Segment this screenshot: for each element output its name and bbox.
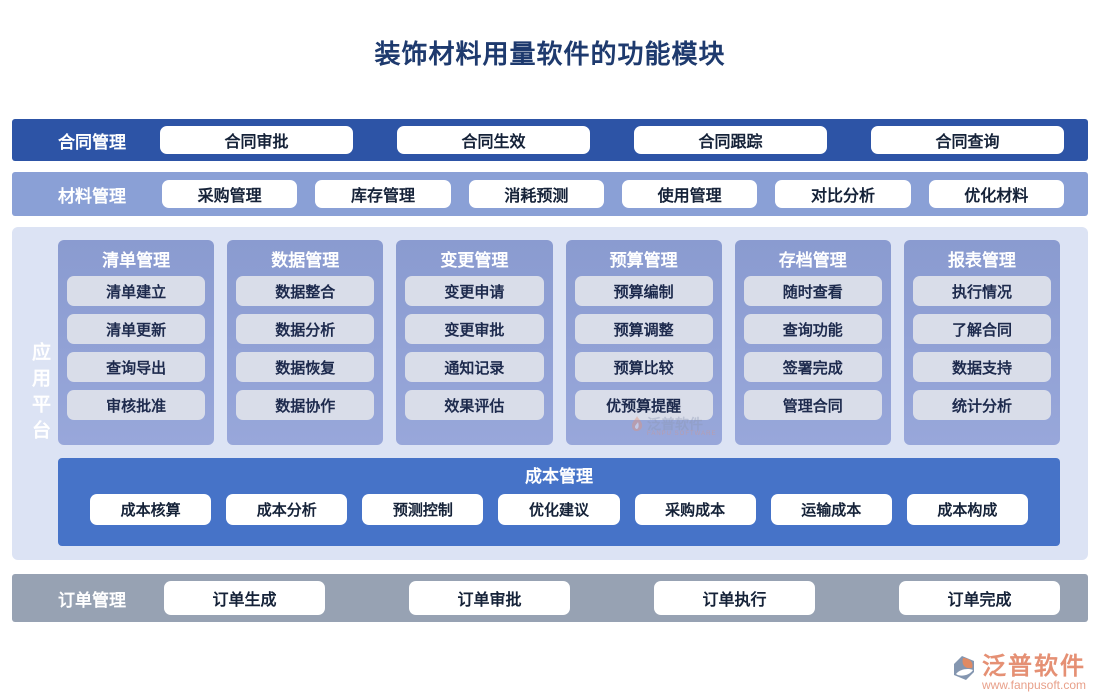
list-create-button[interactable]: 清单建立	[67, 276, 206, 306]
list-update-button[interactable]: 清单更新	[67, 314, 206, 344]
material-management-bar: 材料管理 采购管理 库存管理 消耗预测 使用管理 对比分析 优化材料	[12, 172, 1088, 216]
query-function-button[interactable]: 查询功能	[743, 314, 882, 344]
fanpu-logo: 泛普软件 www.fanpusoft.com	[950, 654, 1086, 692]
contract-buttons: 合同审批 合同生效 合同跟踪 合同查询	[160, 126, 1064, 154]
material-buttons: 采购管理 库存管理 消耗预测 使用管理 对比分析 优化材料	[162, 180, 1064, 208]
column-list-management: 清单管理 清单建立 清单更新 查询导出 审核批准	[58, 240, 215, 445]
material-optimization-button[interactable]: 优化材料	[928, 180, 1064, 208]
logo-text: 泛普软件	[981, 653, 1086, 681]
review-approve-button[interactable]: 审核批准	[67, 390, 206, 420]
data-recovery-button[interactable]: 数据恢复	[236, 352, 375, 382]
query-export-button[interactable]: 查询导出	[67, 352, 206, 382]
column-data-management: 数据管理 数据整合 数据分析 数据恢复 数据协作	[227, 240, 384, 445]
order-completion-button[interactable]: 订单完成	[899, 581, 1060, 615]
column-budget-management: 预算管理 预算编制 预算调整 预算比较 优预算提醒	[565, 240, 722, 445]
budget-adjustment-button[interactable]: 预算调整	[574, 314, 713, 344]
change-approval-button[interactable]: 变更审批	[405, 314, 544, 344]
inventory-management-button[interactable]: 库存管理	[315, 180, 451, 208]
effect-evaluation-button[interactable]: 效果评估	[405, 390, 544, 420]
view-anytime-button[interactable]: 随时查看	[743, 276, 882, 306]
cost-management-band: 成本管理 成本核算 成本分析 预测控制 优化建议 采购成本 运输成本 成本构成	[58, 458, 1060, 546]
platform-columns: 清单管理 清单建立 清单更新 查询导出 审核批准 数据管理 数据整合 数据分析 …	[58, 240, 1061, 445]
budget-preparation-button[interactable]: 预算编制	[574, 276, 713, 306]
column-header: 数据管理	[271, 250, 340, 270]
contract-effective-button[interactable]: 合同生效	[397, 126, 590, 154]
cost-composition-button[interactable]: 成本构成	[906, 494, 1028, 525]
optimization-suggestion-button[interactable]: 优化建议	[498, 494, 620, 525]
contract-bar-label: 合同管理	[58, 132, 126, 152]
column-header: 变更管理	[440, 250, 509, 270]
column-change-management: 变更管理 变更申请 变更审批 通知记录 效果评估	[396, 240, 553, 445]
transport-cost-button[interactable]: 运输成本	[770, 494, 892, 525]
order-management-bar: 订单管理 订单生成 订单审批 订单执行 订单完成	[12, 574, 1088, 622]
contract-tracking-button[interactable]: 合同跟踪	[634, 126, 827, 154]
column-header: 清单管理	[102, 250, 171, 270]
comparison-analysis-button[interactable]: 对比分析	[775, 180, 911, 208]
order-buttons: 订单生成 订单审批 订单执行 订单完成	[164, 581, 1060, 615]
manage-contract-button[interactable]: 管理合同	[743, 390, 882, 420]
budget-reminder-button[interactable]: 优预算提醒	[574, 390, 713, 420]
budget-comparison-button[interactable]: 预算比较	[574, 352, 713, 382]
column-header: 预算管理	[609, 250, 678, 270]
data-integration-button[interactable]: 数据整合	[236, 276, 375, 306]
column-archive-management: 存档管理 随时查看 查询功能 签署完成 管理合同	[734, 240, 891, 445]
contract-query-button[interactable]: 合同查询	[871, 126, 1064, 154]
cost-analysis-button[interactable]: 成本分析	[226, 494, 348, 525]
logo-url: www.fanpusoft.com	[981, 678, 1086, 693]
order-bar-label: 订单管理	[58, 590, 126, 610]
cost-band-header: 成本管理	[525, 466, 593, 486]
order-generation-button[interactable]: 订单生成	[164, 581, 325, 615]
forecast-control-button[interactable]: 预测控制	[362, 494, 484, 525]
cost-buttons: 成本核算 成本分析 预测控制 优化建议 采购成本 运输成本 成本构成	[90, 494, 1028, 525]
column-header: 报表管理	[947, 250, 1016, 270]
procurement-cost-button[interactable]: 采购成本	[634, 494, 756, 525]
material-bar-label: 材料管理	[58, 186, 126, 206]
purchase-management-button[interactable]: 采购管理	[162, 180, 298, 208]
execution-status-button[interactable]: 执行情况	[912, 276, 1052, 306]
order-approval-button[interactable]: 订单审批	[409, 581, 570, 615]
signing-complete-button[interactable]: 签署完成	[743, 352, 882, 382]
contract-approval-button[interactable]: 合同审批	[160, 126, 353, 154]
notice-record-button[interactable]: 通知记录	[405, 352, 544, 382]
column-header: 存档管理	[778, 250, 847, 270]
contract-management-bar: 合同管理 合同审批 合同生效 合同跟踪 合同查询	[12, 119, 1088, 161]
data-collaboration-button[interactable]: 数据协作	[236, 390, 375, 420]
page-title: 装饰材料用量软件的功能模块	[374, 39, 726, 69]
statistical-analysis-button[interactable]: 统计分析	[912, 390, 1052, 420]
usage-management-button[interactable]: 使用管理	[621, 180, 758, 208]
data-analysis-button[interactable]: 数据分析	[236, 314, 375, 344]
consumption-forecast-button[interactable]: 消耗预测	[468, 180, 604, 208]
change-request-button[interactable]: 变更申请	[405, 276, 544, 306]
fanpu-logo-icon	[950, 654, 978, 687]
platform-label: 应用平台	[29, 341, 50, 446]
understand-contract-button[interactable]: 了解合同	[912, 314, 1052, 344]
column-report-management: 报表管理 执行情况 了解合同 数据支持 统计分析	[903, 240, 1061, 445]
order-execution-button[interactable]: 订单执行	[654, 581, 815, 615]
application-platform-panel: 应用平台 清单管理 清单建立 清单更新 查询导出 审核批准 数据管理 数据整合 …	[12, 227, 1088, 560]
cost-accounting-button[interactable]: 成本核算	[90, 494, 212, 525]
data-support-button[interactable]: 数据支持	[912, 352, 1052, 382]
